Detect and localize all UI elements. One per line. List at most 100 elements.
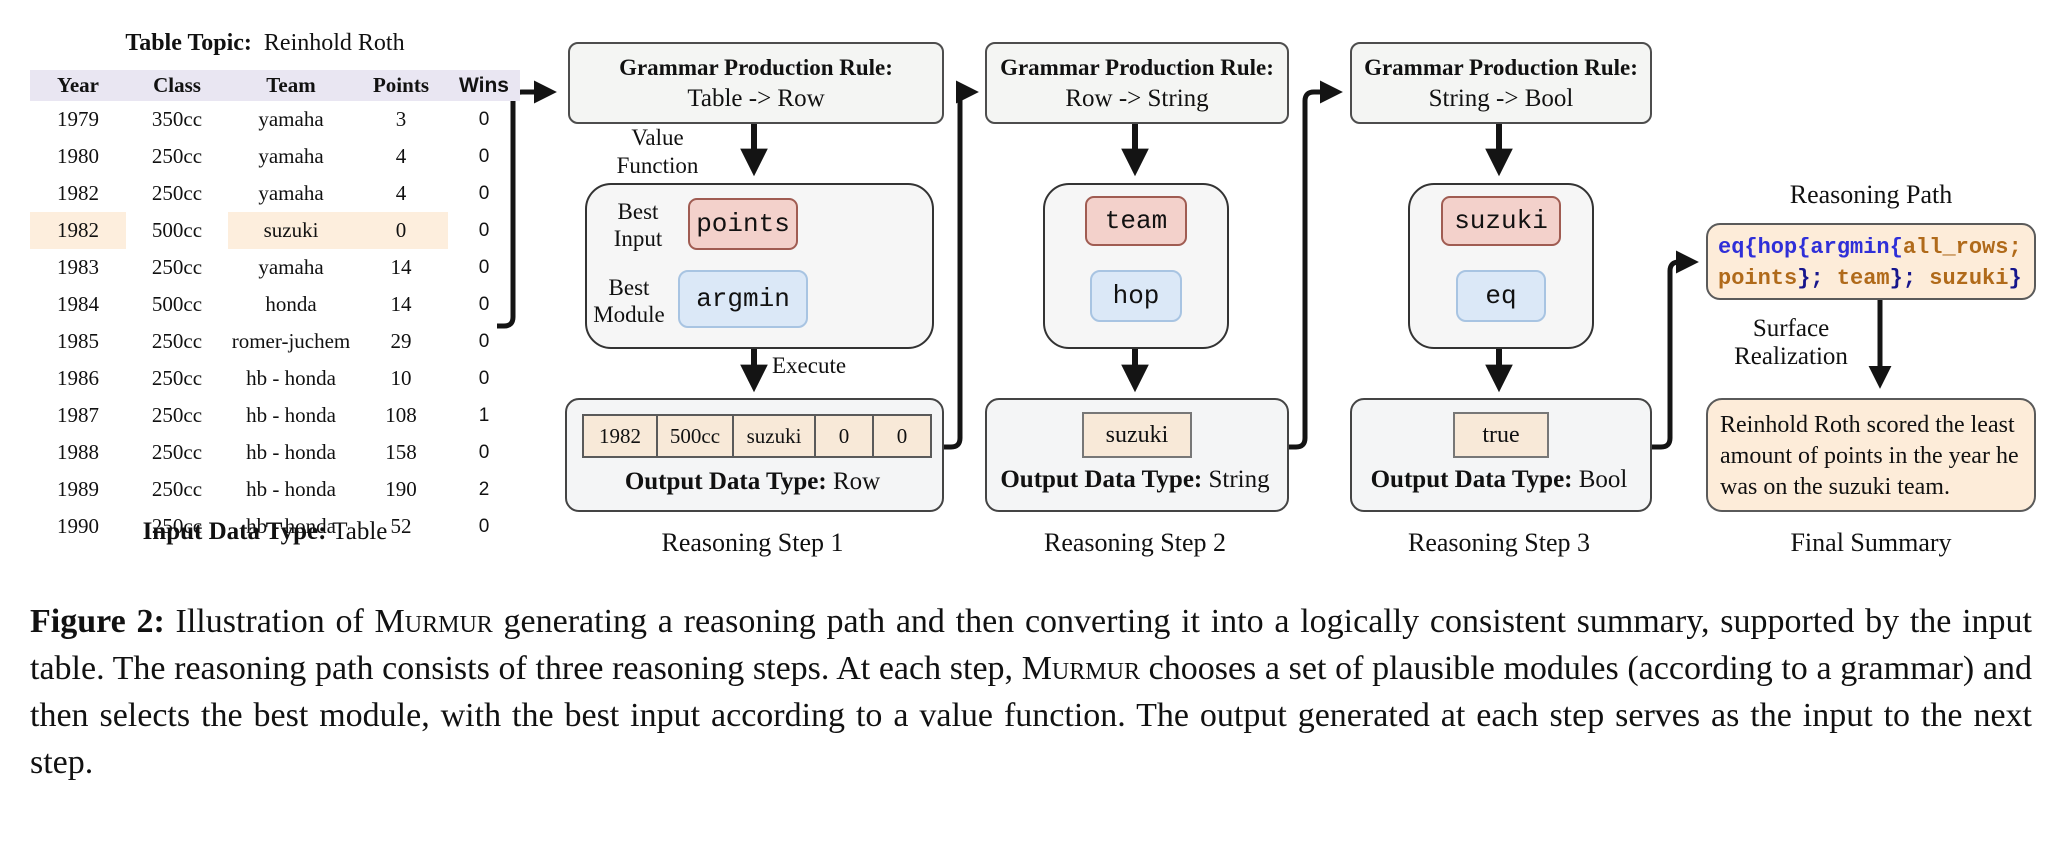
step3-rule-title: Grammar Production Rule: [1364,54,1638,80]
table-cell: 1985 [57,329,99,353]
step2-output-type-value: String [1208,466,1270,493]
table-cell: 350cc [151,107,203,131]
surface-realization-label: Surface Realization [1734,315,1848,370]
step1-best-module-label: Best Module [593,275,665,327]
code-token: points [1718,266,1798,291]
table-cell: hb - honda [246,440,336,464]
table-cell: 0 [478,367,490,389]
step1-rule-body: Table -> Row [687,84,825,112]
table-cell: 250cc [151,477,203,501]
table-cell: honda [265,292,317,316]
column-header-wins: Wins [448,70,520,101]
step3-output-type-label: Output Data Type: [1370,466,1573,493]
input-data-type: Input Data Type: Table [30,518,500,546]
code-token: eq{hop{argmin{ [1718,235,1903,260]
table-cell: 4 [395,181,407,205]
table-cell: 1980 [57,144,99,168]
table-cell: 500cc [151,218,203,242]
table-cell: 0 [478,108,490,130]
caption-text: Murmur [374,603,493,640]
table-cell: hb - honda [246,477,336,501]
column-header-team: Team [228,70,354,101]
input-data-type-value: Table [332,518,388,545]
code-token: team [1836,266,1890,291]
table-cell: hb - honda [246,366,336,390]
table-cell: 500cc [151,292,203,316]
step2-rule-body: Row -> String [1065,84,1209,112]
code-token: } [2008,266,2022,291]
row-cell-wins: 0 [874,416,930,456]
step1-rule-box: Grammar Production Rule: Table -> Row [568,42,944,124]
table-cell: 0 [478,330,490,352]
table-cell: 1 [478,404,490,426]
final-summary-caption: Final Summary [1790,528,1952,557]
step2-rule-title: Grammar Production Rule: [1000,54,1274,80]
step1-best-input-chip: points [688,198,798,250]
table-cell: 1982 [30,212,126,249]
table-cell: 250cc [151,514,203,538]
table-cell: 4 [395,144,407,168]
table-cell: hb - honda [246,514,336,538]
column-header-points: Points [354,70,448,101]
table-cell: 250cc [151,329,203,353]
code-token: }; [1797,266,1837,291]
table-cell: 0 [478,293,490,315]
code-token: all_rows; [1902,235,2022,260]
table-cell: hb - honda [246,403,336,427]
table-cell: 250cc [151,144,203,168]
code-token: }; [1889,266,1930,291]
table-cell: 108 [385,403,417,427]
row-cell-class: 500cc [658,416,734,456]
step2-output-type: Output Data Type: String [985,466,1285,494]
table-cell: yamaha [258,107,324,131]
step3-rule-body: String -> Bool [1428,84,1574,112]
table-topic-text: Reinhold Roth [263,30,405,56]
table-cell: 1982 [57,181,99,205]
table-cell: 1988 [57,440,99,464]
table-cell: 1990 [57,514,99,538]
step3-caption: Reasoning Step 3 [1408,528,1590,557]
table-cell: 0 [354,212,448,249]
table-cell: yamaha [258,255,324,279]
table-cell: 0 [478,219,490,241]
step3-rule-box: Grammar Production Rule: String -> Bool [1350,42,1652,124]
step1-output-type: Output Data Type: Row [565,468,940,496]
table-cell: 10 [390,366,412,390]
table-topic: Table Topic: Reinhold Roth [30,30,500,57]
table-cell: 1987 [57,403,99,427]
caption-text: chooses a set of plausible modules (acco… [30,650,2032,781]
caption-text: Illustration of [164,603,375,640]
table-cell: 250cc [151,255,203,279]
table-cell: 0 [478,256,490,278]
final-summary-box: Reinhold Roth scored the least amount of… [1706,398,2036,512]
step3-best-module-chip: eq [1456,270,1546,322]
step1-output-type-label: Output Data Type: [624,468,827,495]
table-cell: yamaha [258,144,324,168]
step1-rule-title: Grammar Production Rule: [619,54,893,80]
step1-value-function-label: Value Function [616,125,699,178]
code-token: suzuki [1929,266,2009,291]
reasoning-path-title: Reasoning Path [1789,180,1953,209]
table-cell: 52 [390,514,412,538]
table-cell: 1986 [57,366,99,390]
table-cell: 29 [390,329,412,353]
step1-execute-label: Execute [772,353,847,378]
caption-figure-label: Figure 2: [30,603,165,640]
step2-output-type-label: Output Data Type: [1000,466,1203,493]
step3-output-type-value: Bool [1578,466,1628,493]
table-cell: yamaha [258,181,324,205]
step3-output-type: Output Data Type: Bool [1350,466,1648,494]
table-cell: 2 [478,478,490,500]
row-cell-team: suzuki [734,416,816,456]
table-cell: 0 [478,441,490,463]
